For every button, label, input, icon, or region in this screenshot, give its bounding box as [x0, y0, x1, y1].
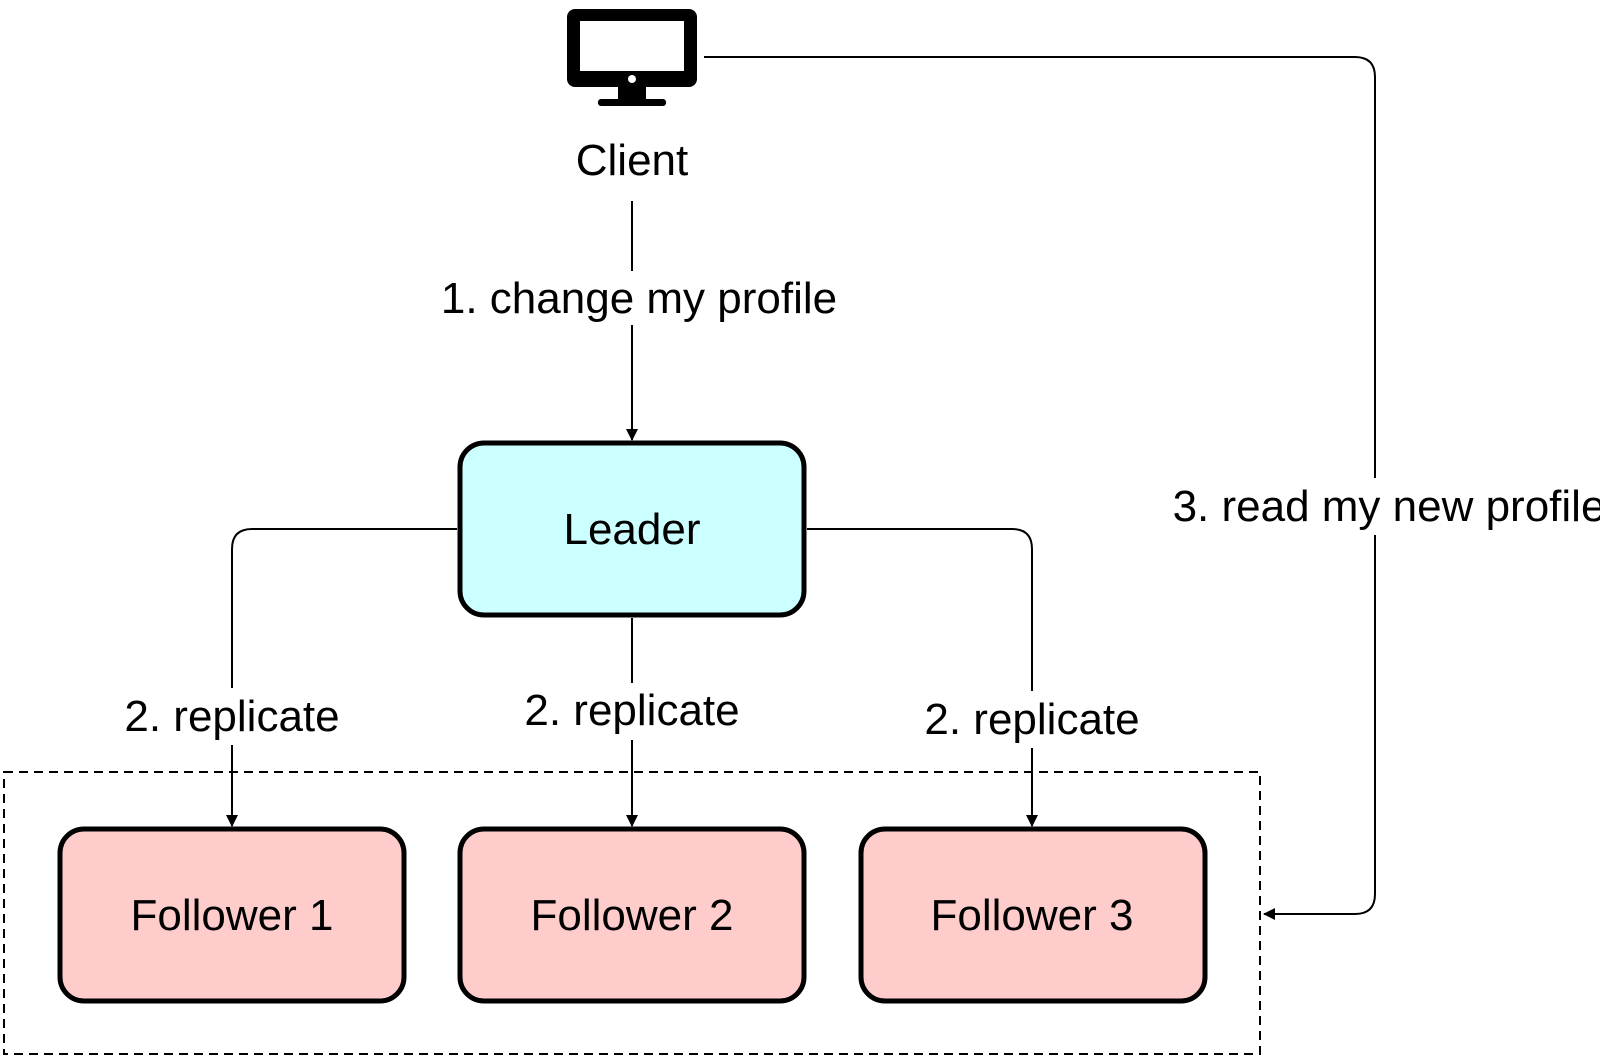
replicate-label-2: 2. replicate [524, 686, 739, 735]
follower-node-3 [858, 826, 1208, 1004]
follower-label-2: Follower 2 [531, 891, 734, 940]
follower-label-3: Follower 3 [931, 891, 1134, 940]
leader-node [457, 440, 807, 618]
replicate-label-1: 2. replicate [124, 692, 339, 741]
client-label: Client [576, 136, 689, 185]
replicate-label-3: 2. replicate [924, 695, 1139, 744]
read-edge-lower [1263, 535, 1376, 920]
follower-node-1 [57, 826, 407, 1004]
change-profile-label: 1. change my profile [441, 274, 837, 323]
replicate-edge-3-upper [807, 528, 1033, 691]
read-edge-upper [704, 56, 1376, 478]
leader-label: Leader [563, 505, 700, 554]
monitor-icon [567, 9, 697, 106]
read-profile-label: 3. read my new profile [1173, 482, 1600, 531]
follower-node-2 [457, 826, 807, 1004]
replicate-edge-1-upper [231, 528, 457, 688]
follower-label-1: Follower 1 [131, 891, 334, 940]
follower-group-boundary [3, 771, 1261, 1055]
